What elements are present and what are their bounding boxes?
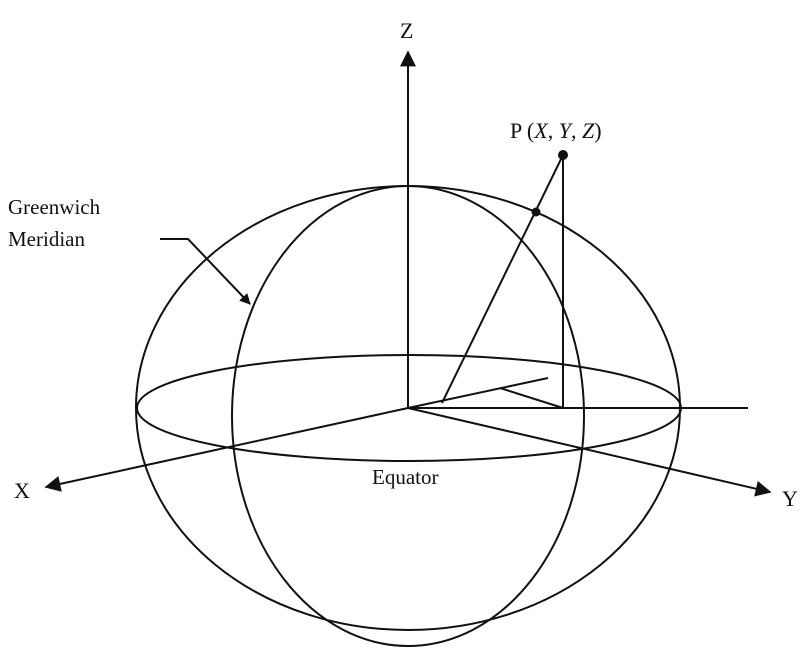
meridian-label-line2: Meridian [8, 227, 85, 251]
z-axis-label: Z [400, 18, 413, 43]
meridian-pointer-line [160, 238, 251, 305]
meridian-label-line1: Greenwich [8, 195, 101, 219]
equatorial-plane-line [407, 377, 549, 409]
p-normal-line [441, 154, 564, 404]
equatorial-projection-line [499, 387, 564, 409]
equator-label: Equator [372, 465, 438, 489]
surface-point-dot [531, 207, 541, 217]
x-axis-label: X [14, 478, 30, 503]
x-axis-line [44, 407, 409, 492]
point-p-dot [558, 150, 568, 160]
point-p-label: P (X, Y, Z) [510, 118, 602, 143]
y-axis-line [407, 407, 772, 497]
y-axis-label: Y [782, 486, 798, 511]
